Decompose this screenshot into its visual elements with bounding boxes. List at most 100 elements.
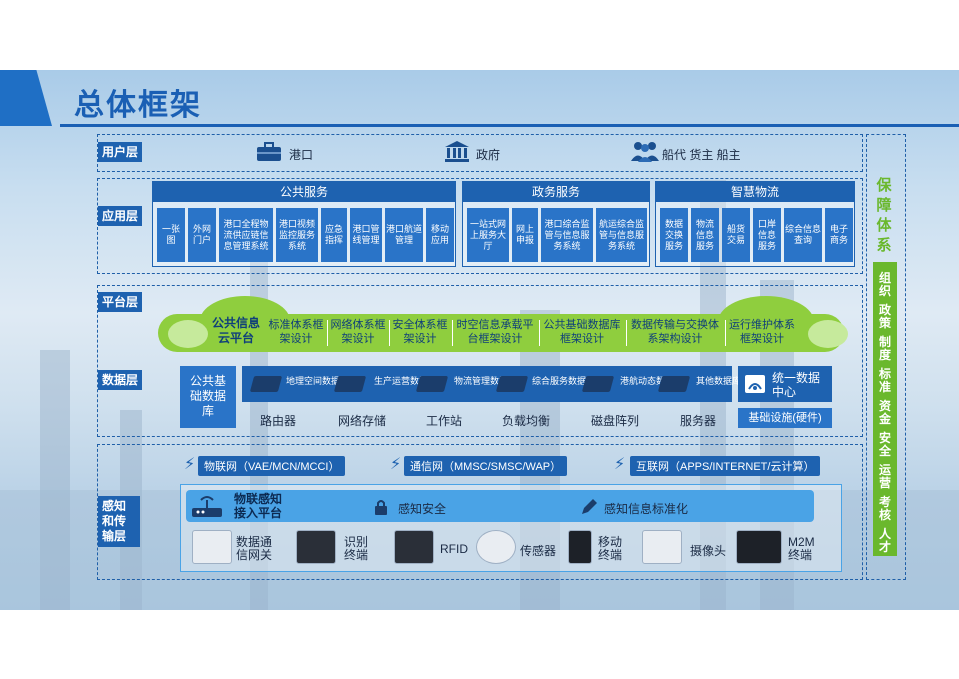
app-cell[interactable]: 移动应用 — [426, 208, 454, 262]
support-item: 标准 — [878, 367, 891, 394]
database-device-icon — [495, 376, 529, 392]
lightning-icon: ⚡ — [184, 456, 196, 473]
cloud-puff — [718, 296, 814, 348]
infra-item: 服务器 — [680, 414, 717, 428]
platform-layer-label: 平台层 — [98, 292, 143, 312]
group-title: 政务服务 — [463, 182, 649, 202]
user-government: 政府 — [476, 148, 501, 162]
user-layer-label: 用户层 — [98, 142, 143, 162]
user-port: 港口 — [289, 148, 314, 162]
device-label: 摄像头 — [690, 544, 727, 558]
database-device-icon — [249, 376, 283, 392]
platform-layer-frame — [97, 285, 863, 437]
group-title: 公共服务 — [153, 182, 455, 202]
network-iot: 物联网（VAE/MCN/MCCI） — [198, 456, 346, 476]
unified-data-center: 统一数据中心 — [772, 371, 821, 399]
device-label: M2M终端 — [788, 535, 815, 562]
app-cell[interactable]: 港口管线管理 — [350, 208, 382, 262]
support-item: 安全 — [878, 431, 891, 458]
support-title: 保障体系 — [876, 177, 892, 254]
device-label: RFID — [440, 542, 468, 556]
network-internet: 互联网（APPS/INTERNET/云计算） — [630, 456, 821, 476]
database-name: 物流管理数据库 — [454, 376, 518, 386]
app-cell[interactable]: 港口视频监控服务系统 — [276, 208, 318, 262]
app-cell[interactable]: 网上申报 — [512, 208, 538, 262]
database-device-icon — [657, 376, 691, 392]
briefcase-icon — [256, 142, 282, 167]
support-item: 政策 — [878, 303, 891, 330]
support-item: 考核 — [878, 495, 891, 522]
app-cell[interactable]: 数据交换服务 — [660, 208, 688, 262]
app-cell[interactable]: 应急指挥 — [321, 208, 347, 262]
platform-module: 安全体系框架设计 — [392, 319, 448, 345]
user-layer-frame — [97, 134, 863, 172]
user-shippers: 船代 货主 船主 — [662, 148, 741, 162]
app-cell[interactable]: 外网门户 — [188, 208, 216, 262]
network-telecom: 通信网（MMSC/SMSC/WAP） — [404, 456, 568, 476]
device-label: 传感器 — [520, 544, 557, 558]
app-cell[interactable]: 物流信息服务 — [691, 208, 719, 262]
support-item: 制度 — [878, 335, 891, 362]
support-item: 人才 — [878, 527, 891, 554]
people-group-icon — [630, 140, 660, 167]
database-name: 综合服务数据库 — [532, 376, 596, 386]
app-layer-frame — [97, 178, 863, 274]
m2m-device-icon — [736, 530, 782, 564]
pen-icon — [580, 498, 598, 521]
support-bar — [873, 262, 897, 556]
app-cell[interactable]: 综合信息查询 — [784, 208, 822, 262]
lightning-icon: ⚡ — [390, 456, 402, 473]
platform-module: 标准体系框架设计 — [268, 319, 324, 345]
app-cell[interactable]: 口岸信息服务 — [753, 208, 781, 262]
app-cell[interactable]: 港口全程物流供应链信息管理系统 — [219, 208, 273, 262]
app-cell[interactable]: 港口综合监管与信息服务系统 — [541, 208, 593, 262]
database-name: 生产运营数据库 — [374, 376, 438, 386]
group-title: 智慧物流 — [656, 182, 854, 202]
device-label: 数据通信网关 — [236, 535, 273, 562]
database-name: 港航动态数据库 — [620, 376, 684, 386]
app-cell[interactable]: 船货交易 — [722, 208, 750, 262]
cloud-puff — [808, 320, 848, 348]
app-cell[interactable]: 一张图 — [157, 208, 185, 262]
sense-layer-frame — [97, 444, 863, 580]
device-label: 识别终端 — [344, 535, 369, 562]
page-title: 总体框架 — [74, 89, 202, 122]
cloud-puff — [168, 320, 208, 348]
smart-logistics-group: 智慧物流 数据交换服务 物流信息服务 船货交易 口岸信息服务 综合信息查询 电子… — [655, 181, 855, 267]
platform-module: 网络体系框架设计 — [330, 319, 386, 345]
app-cell[interactable]: 一站式网上服务大厅 — [467, 208, 509, 262]
sensor-icon — [476, 530, 516, 564]
government-service-group: 政务服务 一站式网上服务大厅 网上申报 港口综合监管与信息服务系统 航运综合监管… — [462, 181, 650, 267]
database-device-icon — [333, 376, 367, 392]
infra-item: 磁盘阵列 — [591, 414, 640, 428]
support-item: 运营 — [878, 463, 891, 490]
platform-module: 运行维护体系框架设计 — [729, 319, 795, 345]
app-layer-label: 应用层 — [98, 206, 143, 226]
device-label: 移动终端 — [598, 535, 623, 562]
infra-item: 网络存储 — [338, 414, 387, 428]
app-cell[interactable]: 电子商务 — [825, 208, 853, 262]
public-base-database[interactable]: 公共基础数据库 — [180, 366, 236, 428]
app-cell[interactable]: 航运综合监管与信息服务系统 — [596, 208, 647, 262]
app-cell[interactable]: 港口航道管理 — [385, 208, 423, 262]
database-band — [242, 366, 732, 402]
iot-access-bar — [186, 490, 814, 522]
sense-security: 感知安全 — [398, 502, 447, 516]
gateway-device-icon — [192, 530, 232, 564]
cloud-puff — [200, 296, 290, 346]
database-device-icon — [415, 376, 449, 392]
infra-item: 负载均衡 — [502, 414, 551, 428]
terminal-device-icon — [296, 530, 336, 564]
database-device-icon — [581, 376, 615, 392]
data-layer-label: 数据层 — [98, 370, 143, 390]
infra-item: 工作站 — [426, 414, 463, 428]
infra-label: 基础设施(硬件) — [738, 408, 832, 428]
cloud-platform-title: 公共信息云平台 — [211, 316, 260, 345]
iot-access-platform: 物联感知接入平台 — [234, 492, 283, 520]
sense-layer-label: 感知和传输层 — [98, 496, 140, 547]
camera-icon — [642, 530, 682, 564]
government-building-icon — [444, 140, 470, 167]
data-center-icon — [744, 374, 766, 399]
router-icon — [190, 494, 224, 523]
